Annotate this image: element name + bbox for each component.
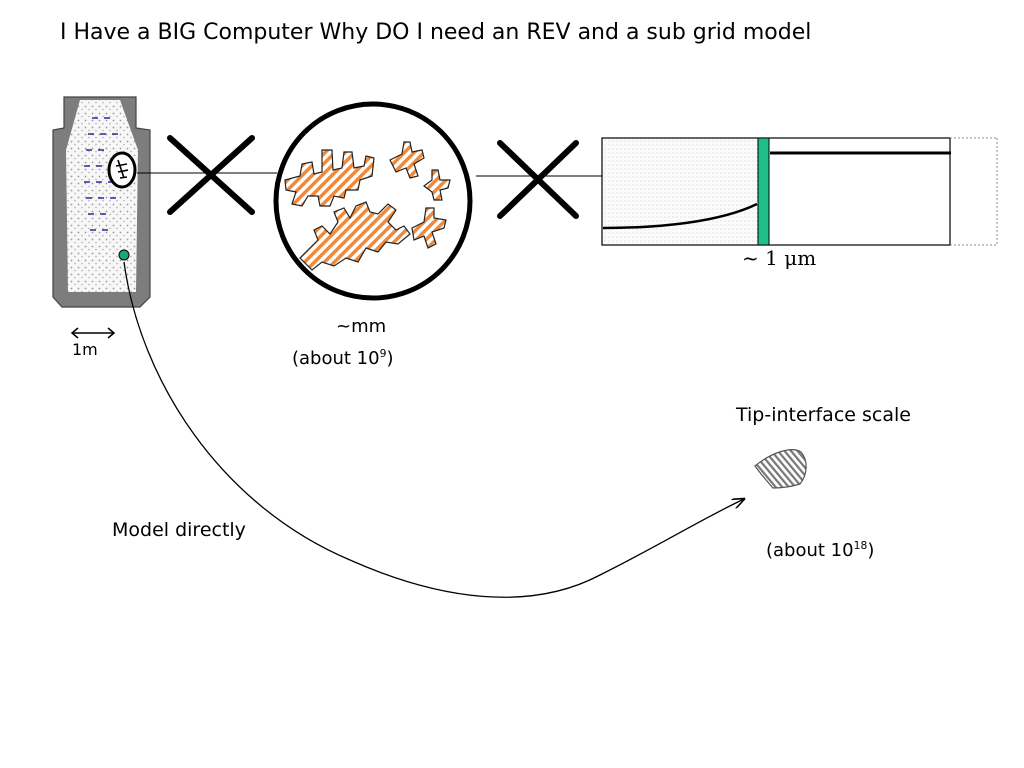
about18-suffix: ): [867, 540, 875, 561]
scale-label-1m: 1m: [72, 340, 98, 359]
dendrite-cluster: [284, 141, 451, 271]
tip-interface-shape: [754, 449, 807, 489]
about9-suffix: ): [386, 348, 394, 369]
tip-interface-label: Tip-interface scale: [736, 404, 911, 426]
interface-band: [757, 137, 770, 246]
about9-exponent: 9: [379, 347, 387, 360]
about-1e18-label: (about 1018): [766, 540, 874, 561]
tip-location-dot: [118, 249, 130, 261]
domain-extension: [950, 137, 998, 246]
micro-interface-view: [601, 137, 998, 246]
concentration-profile: [602, 202, 758, 230]
ingot-casting: [52, 96, 151, 308]
cross-mark-icon: [167, 135, 255, 215]
about-1e9-label: (about 109): [292, 348, 394, 369]
page-title: I Have a BIG Computer Why DO I need an R…: [60, 20, 812, 45]
model-directly-arrow: [123, 261, 744, 598]
mini-dendrite: [115, 159, 129, 179]
cross-mark-icon: [497, 140, 579, 219]
about18-prefix: (about 10: [766, 540, 854, 561]
about9-prefix: (about 10: [292, 348, 380, 369]
mesoscale-dendrite-view: [273, 101, 473, 301]
one-meter-scale-arrow: [70, 327, 116, 339]
micron-scale-label: ~ 1 μm: [742, 246, 817, 270]
liquid-pool: [84, 117, 118, 231]
model-directly-label: Model directly: [112, 519, 246, 541]
about18-exponent: 18: [853, 539, 868, 552]
mm-scale-label: ~mm: [336, 316, 387, 337]
